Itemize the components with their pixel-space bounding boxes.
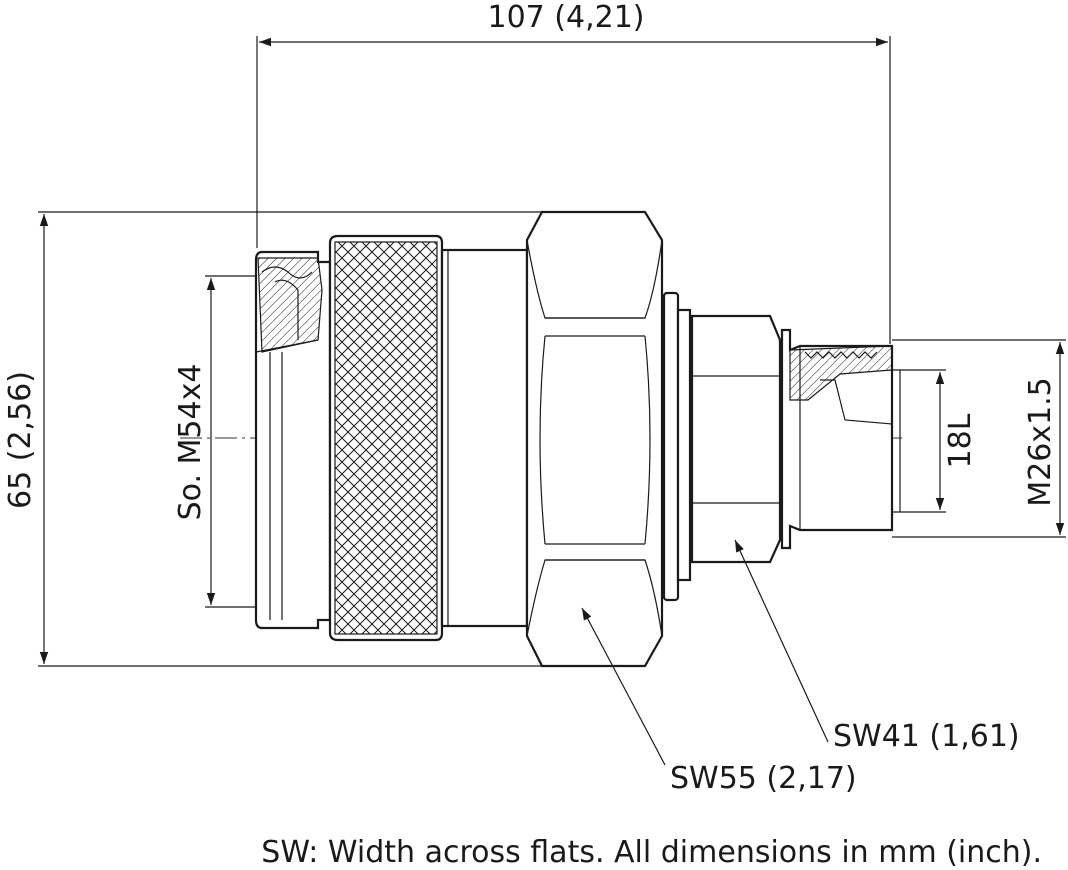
dim-diameter-label: 65 (2,56)	[3, 371, 38, 509]
footnote: SW: Width across flats. All dimensions i…	[261, 835, 1042, 870]
dim-male-label: M26x1.5	[1023, 377, 1058, 507]
dim-depth-label: 18L	[943, 413, 978, 468]
hex-small	[690, 314, 782, 564]
leader-hex-large	[581, 607, 666, 766]
leader-hex-small	[734, 539, 829, 743]
dim-length-label: 107 (4,21)	[487, 0, 644, 35]
thread-section	[789, 345, 893, 401]
callout-hex-large: SW55 (2,17)	[670, 761, 857, 796]
dim-socket-label: So. M54x4	[173, 364, 208, 521]
hex-large	[525, 210, 664, 668]
sleeve-section	[257, 257, 323, 353]
knurl-pattern	[334, 241, 438, 635]
collar	[440, 248, 529, 628]
coupling-body	[254, 210, 901, 668]
washer	[662, 291, 680, 602]
callout-hex-small: SW41 (1,61)	[833, 719, 1020, 754]
